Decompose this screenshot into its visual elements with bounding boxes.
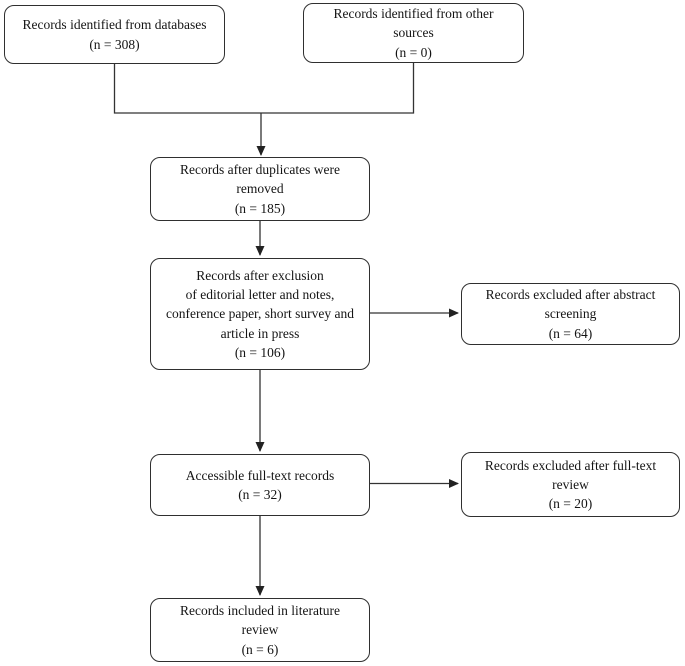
node-text-line: review bbox=[552, 476, 589, 492]
node-text-line: Records identified from databases bbox=[22, 17, 207, 33]
node-count-line: (n = 20) bbox=[548, 496, 593, 512]
node-text-line: Accessible full-text records bbox=[185, 467, 335, 483]
node-text-line: Records excluded after full-text bbox=[484, 457, 657, 473]
node-records-identified-other-sources: Records identified from other sources (n… bbox=[303, 3, 524, 63]
node-text-line: sources bbox=[393, 25, 434, 41]
node-count-line: (n = 308) bbox=[89, 36, 140, 52]
node-text-line: conference paper, short survey and bbox=[166, 306, 354, 322]
node-text-line: Records identified from other bbox=[333, 6, 494, 22]
node-records-excluded-fulltext-review: Records excluded after full-text review … bbox=[461, 452, 680, 517]
node-text-line: Records excluded after abstract bbox=[485, 287, 656, 303]
node-accessible-fulltext-records: Accessible full-text records (n = 32) bbox=[150, 454, 370, 516]
node-records-identified-databases: Records identified from databases (n = 3… bbox=[4, 5, 225, 64]
node-count-line: (n = 106) bbox=[234, 344, 286, 360]
node-text-line: screening bbox=[544, 306, 597, 322]
node-text-line: Records after duplicates were bbox=[179, 162, 341, 178]
node-records-included-literature-review: Records included in literature review (n… bbox=[150, 598, 370, 662]
node-count-line: (n = 32) bbox=[238, 487, 282, 502]
node-records-after-exclusion: Records after exclusion of editorial let… bbox=[150, 258, 370, 370]
node-text-line: of editorial letter and notes, bbox=[185, 287, 335, 303]
node-text-line: review bbox=[241, 622, 279, 638]
node-text-line: removed bbox=[236, 181, 284, 197]
connector-merge-lines bbox=[113, 63, 415, 114]
node-records-excluded-abstract-screening: Records excluded after abstract screenin… bbox=[461, 283, 680, 345]
node-count-line: (n = 6) bbox=[241, 641, 279, 657]
node-records-after-duplicates-removed: Records after duplicates were removed (n… bbox=[150, 157, 370, 221]
node-text-line: article in press bbox=[220, 325, 300, 341]
node-count-line: (n = 0) bbox=[395, 44, 432, 60]
node-text-line: Records after exclusion bbox=[196, 268, 324, 284]
node-count-line: (n = 185) bbox=[234, 200, 286, 216]
node-text-line: Records included in literature bbox=[179, 603, 341, 619]
node-count-line: (n = 64) bbox=[548, 325, 593, 341]
